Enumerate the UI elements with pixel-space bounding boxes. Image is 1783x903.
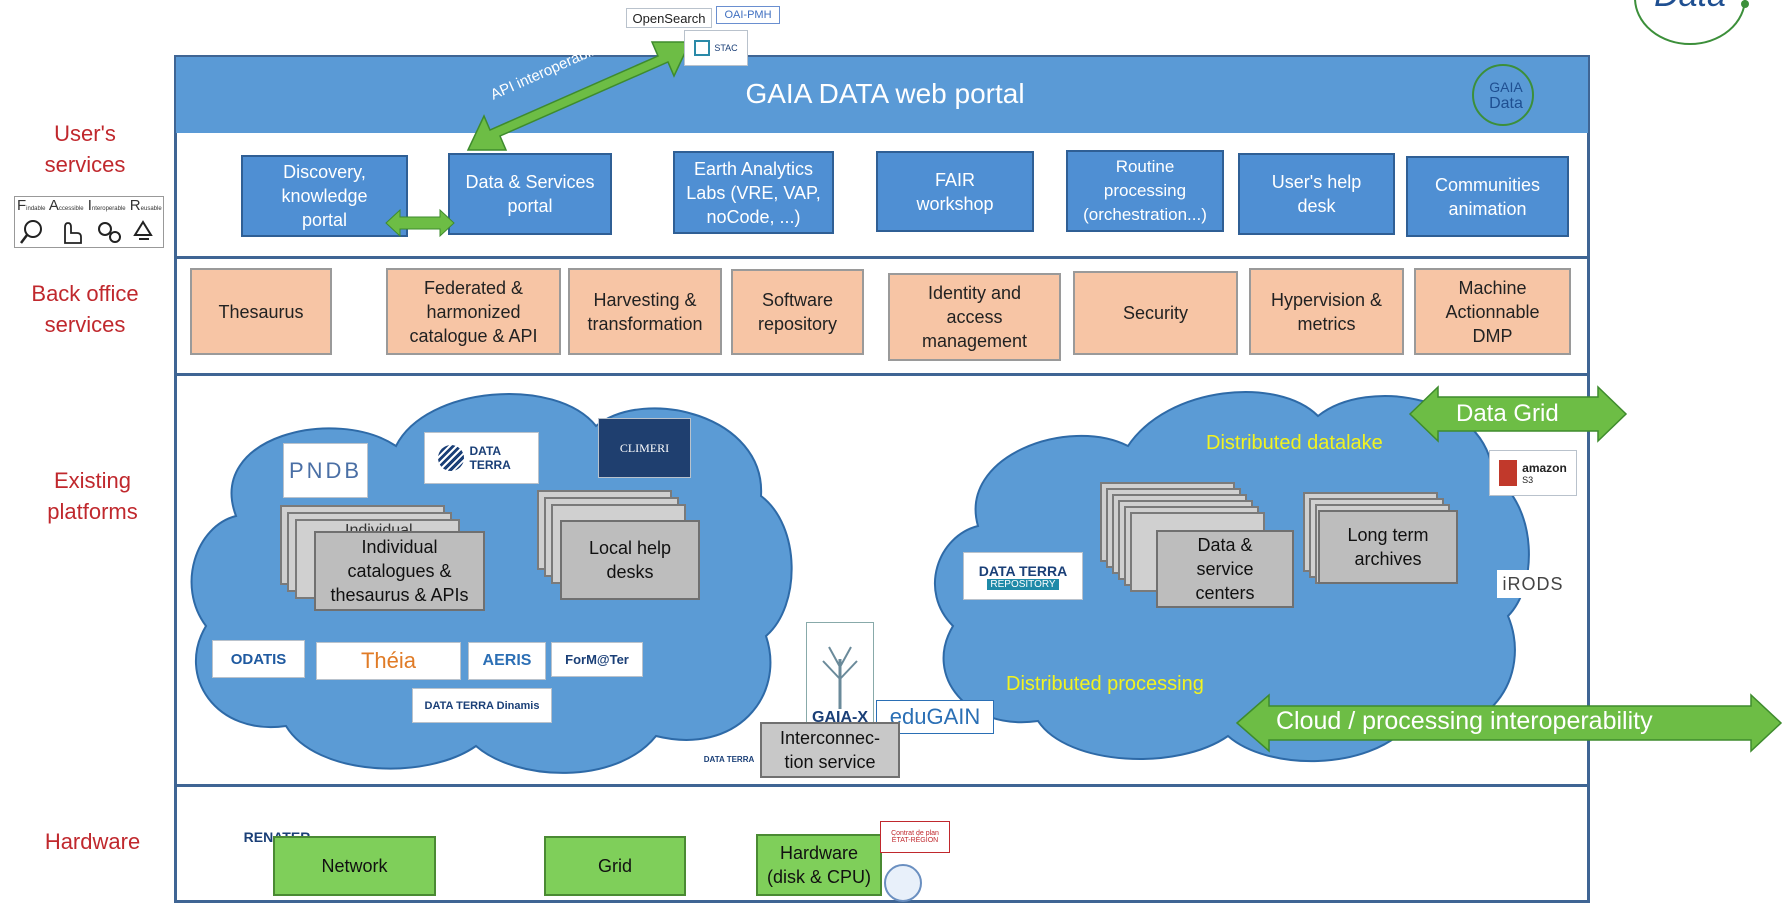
tree-icon <box>822 646 858 709</box>
fair-r-small: eusable <box>140 206 162 212</box>
row-label-hardware: Hardware <box>44 829 141 854</box>
gaia-data-logo: GAIA Data <box>1470 62 1536 128</box>
divider-users-backoffice <box>176 256 1588 259</box>
magnifier-icon <box>20 220 42 244</box>
fair-r: R <box>129 197 141 214</box>
gaia-x-logo: GAIA-X <box>806 622 874 728</box>
theia-logo: Théia <box>316 642 461 680</box>
dataterra-label: DATA TERRA <box>469 444 511 472</box>
portal-frame <box>174 55 1590 903</box>
harvesting-transformation[interactable]: Harvesting & transformation <box>568 268 722 355</box>
divider-backoffice-existing <box>176 373 1588 376</box>
fair-i: I <box>87 197 92 214</box>
opensearch-logo: OpenSearch <box>626 8 712 28</box>
fair-i-small: nteroperable <box>91 206 126 212</box>
oai-pmh-logo: OAI-PMH <box>716 6 780 24</box>
aeris-logo: AERIS <box>468 642 546 680</box>
hypervision-metrics[interactable]: Hypervision & metrics <box>1249 268 1404 355</box>
cloud-interoperability-label: Cloud / processing interoperability <box>1276 707 1653 735</box>
amazon-s3-logo: amazon S3 <box>1489 450 1577 496</box>
gaia-logo-line2: Data <box>1489 95 1523 112</box>
security[interactable]: Security <box>1073 271 1238 355</box>
identity-access-management[interactable]: Identity and access management <box>888 273 1061 361</box>
amazon-sub: S3 <box>1522 475 1534 485</box>
corner-logo-text: Data <box>1654 0 1726 14</box>
gaia-x-label: GAIA-X <box>812 709 868 726</box>
users-help-desk[interactable]: User's help desk <box>1238 153 1395 235</box>
data-service-centers[interactable]: Data & service centers <box>1156 530 1294 608</box>
thesaurus[interactable]: Thesaurus <box>190 268 332 355</box>
dataterra-small-logo: DATA TERRA <box>698 744 760 774</box>
formater-logo: ForM@Ter <box>551 642 643 677</box>
interconnection-service[interactable]: Interconnec- tion service <box>760 722 900 778</box>
data-services-portal[interactable]: Data & Services portal <box>448 153 612 235</box>
dt-repo-sub: REPOSITORY <box>987 578 1059 590</box>
fair-f: F <box>17 197 27 214</box>
row-label-backoffice: Back office services <box>31 281 139 337</box>
discovery-data-link-arrow <box>385 208 455 238</box>
dataterra-stripes-icon <box>437 445 464 471</box>
stac-icon <box>694 40 711 56</box>
discovery-knowledge-portal[interactable]: Discovery, knowledge portal <box>241 155 408 237</box>
dataterra-repository-logo: DATA TERRA REPOSITORY <box>963 552 1083 600</box>
hardware-disk-cpu[interactable]: Hardware (disk & CPU) <box>756 834 882 896</box>
portal-title: GAIA DATA web portal <box>745 78 1025 109</box>
communities-animation[interactable]: Communities animation <box>1406 156 1569 237</box>
federated-catalogue-api[interactable]: Federated & harmonized catalogue & API <box>386 268 561 355</box>
gaia-logo-line1: GAIA <box>1489 79 1523 95</box>
corner-data-logo: Data <box>1628 0 1758 56</box>
fair-workshop[interactable]: FAIR workshop <box>876 151 1034 232</box>
climeri-logo: CLIMERI <box>598 418 691 478</box>
cper-logo: Contrat de plan ÉTAT-RÉGION <box>880 821 950 853</box>
pndb-logo: PNDB <box>283 443 368 498</box>
grid[interactable]: Grid <box>544 836 686 896</box>
routine-processing[interactable]: Routine processing (orchestration...) <box>1066 150 1224 232</box>
dinamis-logo: DATA TERRA Dinamis <box>412 688 552 723</box>
distributed-datalake-label: Distributed datalake <box>1206 432 1383 454</box>
edugain-logo: eduGAIN <box>876 700 994 734</box>
fair-a-small: ccessible <box>58 206 84 212</box>
irods-logo: iRODS <box>1497 570 1569 598</box>
local-help-desks[interactable]: Local help desks <box>560 520 700 600</box>
earth-analytics-labs[interactable]: Earth Analytics Labs (VRE, VAP, noCode, … <box>673 151 834 234</box>
amazon-label: amazon <box>1522 461 1567 475</box>
network[interactable]: Network <box>273 836 436 896</box>
dataterra-logo: DATA TERRA <box>424 432 539 484</box>
fair-icons: Findable Accessible Interoperable Reusab… <box>14 196 164 248</box>
long-term-archives[interactable]: Long term archives <box>1318 510 1458 584</box>
data-grid-arrow <box>1408 385 1628 443</box>
cloud-interoperability-arrow <box>1235 693 1783 753</box>
distributed-processing-label: Distributed processing <box>1006 673 1204 695</box>
individual-catalogues-apis[interactable]: Individual catalogues & thesaurus & APIs <box>314 531 485 611</box>
portal-title-bar <box>176 57 1588 133</box>
stac-label: STAC <box>714 43 738 53</box>
fair-a: A <box>48 197 59 214</box>
hand-pointer-icon <box>64 222 82 244</box>
aws-bucket-icon <box>1499 460 1518 486</box>
fair-letters: Findable Accessible Interoperable Reusab… <box>17 197 163 217</box>
data-grid-label: Data Grid <box>1456 400 1559 427</box>
row-label-existing: Existing platforms <box>47 468 138 524</box>
divider-existing-hardware <box>176 784 1588 787</box>
recycle-icon <box>133 220 153 240</box>
stac-logo: STAC <box>684 30 748 66</box>
row-label-users: User's services <box>44 121 126 177</box>
fair-f-small: indable <box>26 206 46 212</box>
odatis-logo: ODATIS <box>212 640 305 678</box>
dt-repo-label: DATA TERRA <box>978 562 1068 579</box>
software-repository[interactable]: Software repository <box>731 269 864 355</box>
region-seal-icon <box>884 864 922 902</box>
api-interoperability-arrow <box>466 41 692 151</box>
gears-icon <box>98 222 121 243</box>
machine-actionnable-dmp[interactable]: Machine Actionnable DMP <box>1414 268 1571 355</box>
